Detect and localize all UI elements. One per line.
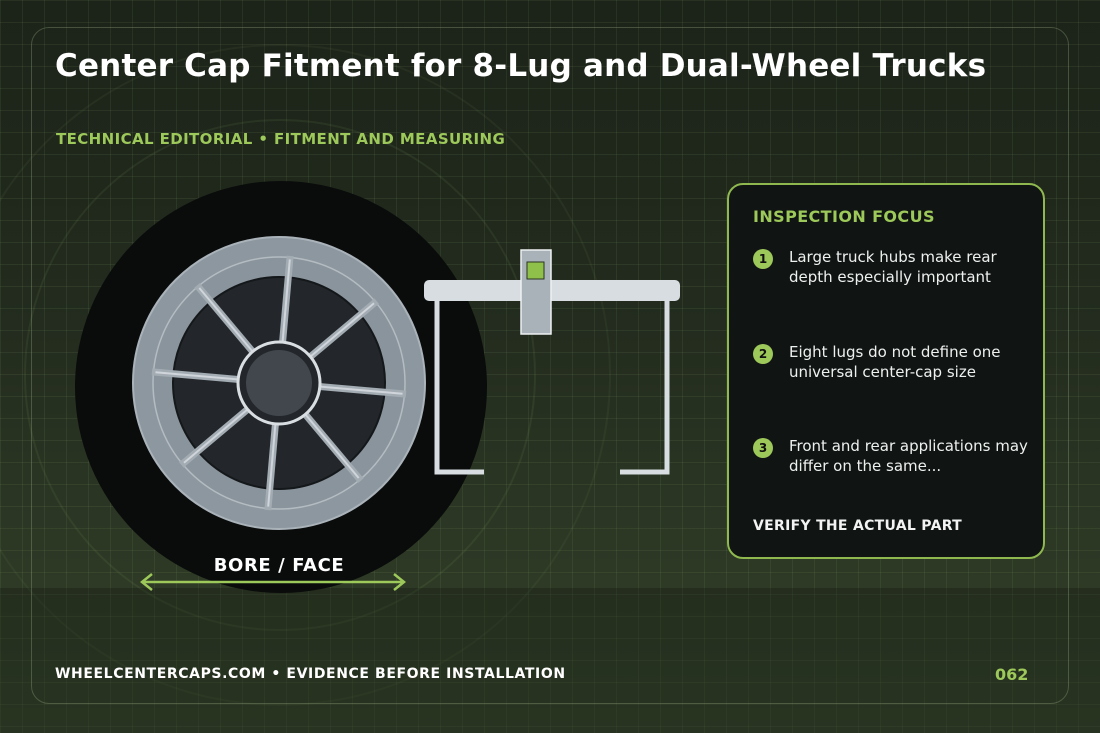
- footer-band: [0, 588, 1100, 733]
- wheel-spoke-highlight: [155, 371, 240, 381]
- panel-heading: INSPECTION FOCUS: [753, 207, 935, 226]
- center-cap: [246, 350, 312, 416]
- focus-item-text: Large truck hubs make rear depth especia…: [789, 248, 997, 286]
- wheel-spoke-highlight: [267, 422, 277, 507]
- focus-item-text: Front and rear applications may differ o…: [789, 437, 1028, 475]
- wheel-spoke-highlight: [303, 412, 360, 479]
- measuring-caliper: [424, 249, 680, 475]
- focus-number-badge: 2: [753, 344, 773, 364]
- wheel-spoke-highlight: [183, 407, 250, 464]
- arrow-left-head: [139, 573, 153, 591]
- caliper-indicator: [526, 261, 545, 280]
- wheel-spoke-highlight: [308, 302, 375, 359]
- wheel-spoke-highlight: [198, 287, 255, 354]
- caliper-right-jaw: [620, 301, 670, 475]
- focus-number-badge: 1: [753, 249, 773, 269]
- footer-site-tagline: WHEELCENTERCAPS.COM • EVIDENCE BEFORE IN…: [55, 666, 566, 682]
- page-subtitle: TECHNICAL EDITORIAL • FITMENT AND MEASUR…: [56, 130, 506, 148]
- focus-item-text: Eight lugs do not define one universal c…: [789, 343, 1001, 381]
- caliper-bar: [424, 280, 680, 301]
- inspection-focus-panel: INSPECTION FOCUS 1 Large truck hubs make…: [727, 183, 1045, 559]
- wheel-spoke-highlight: [281, 259, 291, 344]
- wheel-spokes: [151, 255, 407, 511]
- bore-arrow: [139, 573, 407, 591]
- content-frame: [31, 27, 1069, 704]
- page-title: Center Cap Fitment for 8-Lug and Dual-Wh…: [55, 48, 987, 84]
- panel-footer-note: VERIFY THE ACTUAL PART: [753, 518, 963, 534]
- wheel-spoke-highlight: [318, 385, 403, 395]
- arrow-right-head: [393, 573, 407, 591]
- focus-number-badge: 3: [753, 438, 773, 458]
- page-number: 062: [995, 665, 1029, 684]
- caliper-left-jaw: [434, 301, 484, 475]
- bore-face-label: BORE / FACE: [213, 555, 345, 576]
